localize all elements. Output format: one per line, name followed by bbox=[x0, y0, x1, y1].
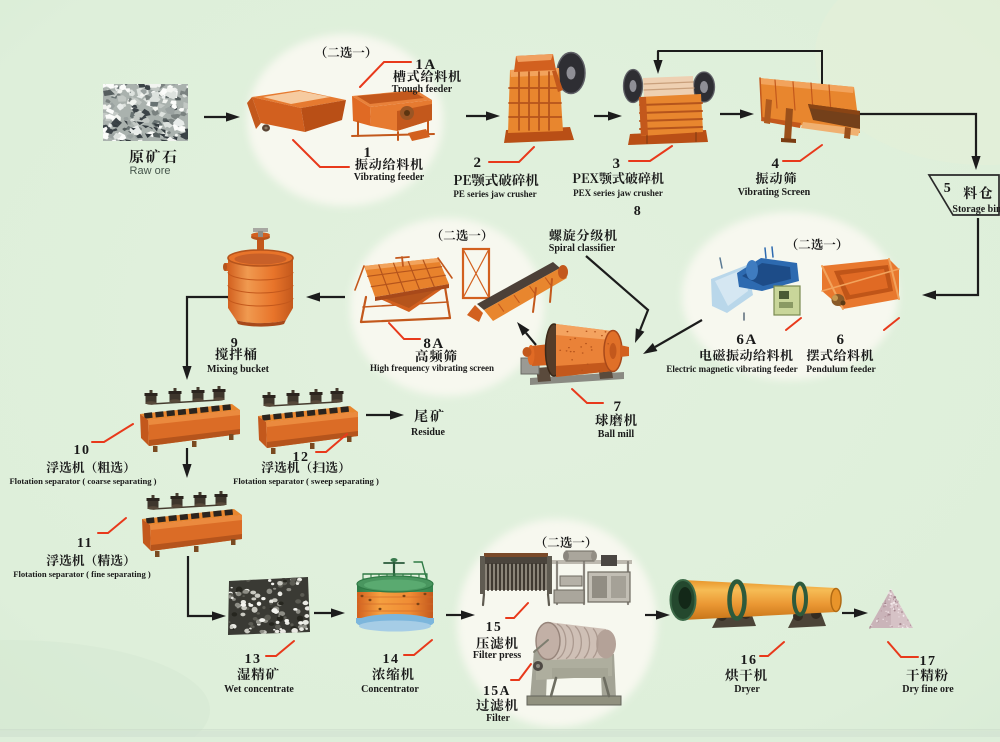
svg-text:Flotation separator ( coarse s: Flotation separator ( coarse separating … bbox=[9, 476, 156, 486]
svg-text:4: 4 bbox=[772, 156, 781, 172]
svg-text:Vibrating feeder: Vibrating feeder bbox=[354, 172, 425, 183]
svg-text:PEX series jaw crusher: PEX series jaw crusher bbox=[573, 188, 663, 198]
svg-text:1A: 1A bbox=[415, 57, 436, 73]
svg-text:6: 6 bbox=[837, 332, 846, 348]
svg-text:12: 12 bbox=[293, 450, 310, 465]
svg-text:11: 11 bbox=[77, 536, 93, 551]
svg-text:Raw ore: Raw ore bbox=[130, 165, 171, 177]
svg-text:Filter: Filter bbox=[486, 713, 510, 724]
svg-text:17: 17 bbox=[920, 654, 937, 669]
svg-text:Concentrator: Concentrator bbox=[361, 684, 419, 695]
svg-text:Trough feeder: Trough feeder bbox=[392, 84, 453, 95]
svg-text:Flotation separator ( sweep se: Flotation separator ( sweep separating ) bbox=[233, 476, 379, 486]
svg-text:PE series jaw crusher: PE series jaw crusher bbox=[453, 189, 536, 199]
svg-text:Ball mill: Ball mill bbox=[598, 429, 635, 440]
svg-text:9: 9 bbox=[231, 336, 240, 351]
svg-text:Dry fine ore: Dry fine ore bbox=[902, 684, 954, 695]
svg-text:Vibrating Screen: Vibrating Screen bbox=[738, 187, 811, 198]
svg-text:3: 3 bbox=[613, 156, 622, 172]
svg-text:High frequency vibrating scree: High frequency vibrating screen bbox=[370, 363, 494, 373]
svg-text:6A: 6A bbox=[736, 332, 757, 348]
svg-text:14: 14 bbox=[383, 652, 400, 667]
svg-text:Dryer: Dryer bbox=[734, 684, 760, 695]
svg-text:7: 7 bbox=[614, 399, 623, 415]
svg-text:Spiral classifier: Spiral classifier bbox=[549, 243, 616, 254]
svg-text:Wet concentrate: Wet concentrate bbox=[224, 684, 294, 695]
svg-text:2: 2 bbox=[474, 155, 483, 171]
svg-text:8: 8 bbox=[634, 204, 643, 219]
svg-text:13: 13 bbox=[245, 652, 262, 667]
svg-text:Mixing bucket: Mixing bucket bbox=[207, 364, 270, 375]
svg-text:8A: 8A bbox=[423, 336, 444, 352]
svg-text:1: 1 bbox=[364, 145, 373, 161]
svg-text:16: 16 bbox=[741, 653, 758, 668]
svg-text:Pendulum feeder: Pendulum feeder bbox=[806, 365, 876, 375]
svg-text:Residue: Residue bbox=[411, 427, 445, 438]
svg-text:Electric magnetic vibrating fe: Electric magnetic vibrating feeder bbox=[666, 364, 797, 374]
svg-text:15A: 15A bbox=[483, 683, 511, 698]
svg-text:10: 10 bbox=[74, 443, 91, 458]
svg-text:15: 15 bbox=[486, 619, 503, 634]
svg-text:Storage bin: Storage bin bbox=[952, 204, 1000, 215]
svg-text:5: 5 bbox=[944, 181, 953, 196]
svg-text:Filter press: Filter press bbox=[473, 650, 521, 661]
svg-text:Flotation separator ( fine sep: Flotation separator ( fine separating ) bbox=[13, 569, 151, 579]
